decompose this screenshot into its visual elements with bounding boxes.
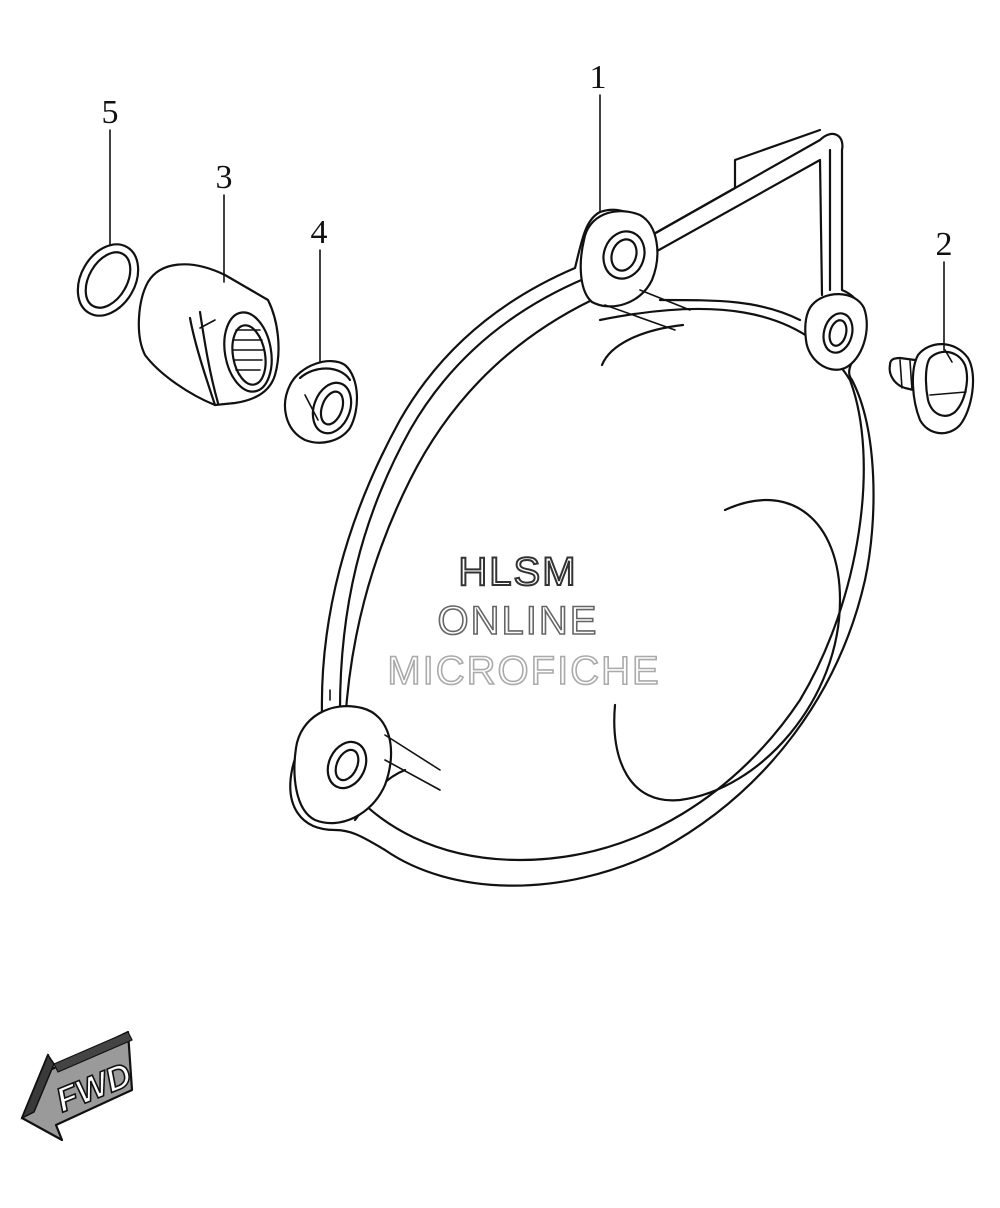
callout-labels: 1 2 3 4 5 [102,59,953,263]
callout-5[interactable]: 5 [102,94,119,131]
part-2-bolt[interactable] [888,343,975,435]
callout-4[interactable]: 4 [311,214,328,251]
part-1-cover[interactable] [289,128,875,887]
callout-3[interactable]: 3 [216,159,233,196]
watermark: HLSM ONLINE MICROFICHE [387,549,660,694]
arrow-down-left-icon [20,1030,134,1142]
callout-2[interactable]: 2 [936,226,953,263]
watermark-line-2: ONLINE [438,599,599,643]
leader-lines [109,94,945,363]
watermark-line-3: MICROFICHE [387,649,660,693]
fwd-direction-indicator: FWD [20,1030,138,1142]
watermark-line-1: HLSM [458,550,577,594]
part-3-bushing[interactable] [137,263,280,407]
callout-1[interactable]: 1 [590,59,607,96]
part-4-collar[interactable] [283,360,359,444]
part-5-o-ring[interactable] [66,234,151,327]
